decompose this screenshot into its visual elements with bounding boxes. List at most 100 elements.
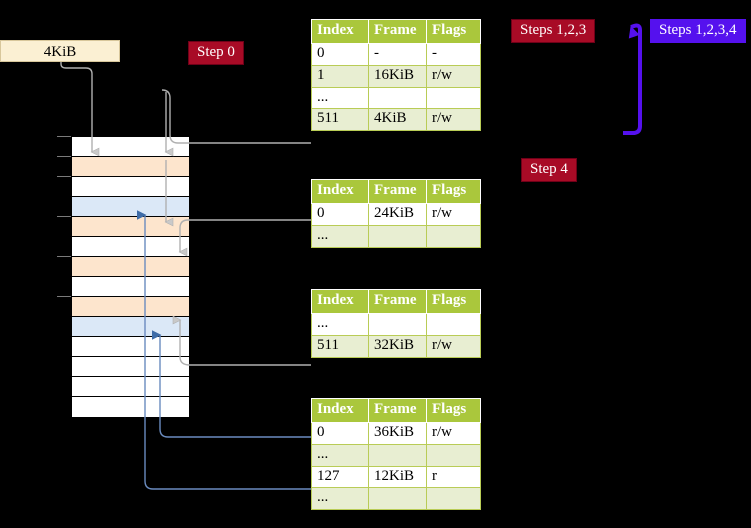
cell-flags: r/w xyxy=(426,422,481,445)
cell-flags xyxy=(426,487,481,510)
frame-tick-mark xyxy=(57,136,71,137)
table-row: 0-- xyxy=(311,43,481,66)
badge-step-4-label: Step 4 xyxy=(530,161,568,177)
memory-frame-row xyxy=(72,197,189,217)
memory-frame-row xyxy=(72,157,189,177)
cell-flags: r/w xyxy=(426,203,481,226)
memory-frame-row xyxy=(72,397,189,417)
memory-frame-row xyxy=(72,217,189,237)
badge-steps-1234-label: Steps 1,2,3,4 xyxy=(659,22,737,38)
column-header-index: Index xyxy=(311,289,369,314)
memory-frame-row xyxy=(72,297,189,317)
cell-index: 0 xyxy=(311,43,369,66)
frame-tick-mark xyxy=(57,176,71,177)
cell-index: 1 xyxy=(311,64,369,88)
badge-steps-123: Steps 1,2,3 xyxy=(511,19,596,43)
cell-frame xyxy=(368,487,427,510)
column-header-index: Index xyxy=(311,179,369,204)
cell-index: ... xyxy=(311,86,369,110)
table-header-row: Index Frame Flags xyxy=(311,179,481,204)
wire-steps-loop xyxy=(623,23,642,135)
cell-frame: 16KiB xyxy=(368,64,427,88)
table-header-row: Index Frame Flags xyxy=(311,289,481,314)
memory-frame-row xyxy=(72,237,189,257)
cell-frame xyxy=(368,313,427,336)
column-header-flags: Flags xyxy=(426,398,481,423)
table-header-row: Index Frame Flags xyxy=(311,19,481,44)
column-header-flags: Flags xyxy=(426,289,481,314)
memory-frame-row xyxy=(72,137,189,157)
memory-frame-row xyxy=(72,177,189,197)
cell-flags xyxy=(426,313,481,336)
column-header-frame: Frame xyxy=(368,398,427,423)
memory-frame-row xyxy=(72,337,189,357)
frame-tick-mark xyxy=(57,216,71,217)
cell-frame xyxy=(368,224,427,248)
frame-tick-mark xyxy=(57,156,71,157)
column-header-flags: Flags xyxy=(426,19,481,44)
column-header-index: Index xyxy=(311,19,369,44)
table-row: ... xyxy=(311,86,481,110)
wire-l3-0-to-grid xyxy=(180,219,311,252)
cell-index: 0 xyxy=(311,422,369,445)
cell-index: 511 xyxy=(311,108,369,131)
cell-frame: 12KiB xyxy=(368,465,427,489)
cell-index: ... xyxy=(311,487,369,510)
badge-steps-123-label: Steps 1,2,3 xyxy=(520,22,587,38)
cell-index: 127 xyxy=(311,465,369,489)
table-row: ... xyxy=(311,313,481,336)
size-box-4kib: 4KiB xyxy=(0,40,120,62)
cell-frame: 36KiB xyxy=(368,422,427,445)
memory-frame-row xyxy=(72,277,189,297)
cell-frame xyxy=(368,86,427,110)
cell-flags: r/w xyxy=(426,108,481,131)
cell-frame: 4KiB xyxy=(368,108,427,131)
cell-index: 0 xyxy=(311,203,369,226)
physical-memory-grid xyxy=(71,136,190,417)
cell-flags xyxy=(426,86,481,110)
memory-frame-row xyxy=(72,357,189,377)
table-header-row: Index Frame Flags xyxy=(311,398,481,423)
badge-step-4: Step 4 xyxy=(521,158,577,182)
table-row: ... xyxy=(311,224,481,248)
cell-index: ... xyxy=(311,224,369,248)
memory-frame-row xyxy=(72,377,189,397)
wire-grid-to-l2 xyxy=(180,320,311,366)
column-header-frame: Frame xyxy=(368,19,427,44)
size-box-label: 4KiB xyxy=(43,44,77,60)
table-row: ... xyxy=(311,443,481,467)
cell-flags: r/w xyxy=(426,64,481,88)
column-header-frame: Frame xyxy=(368,289,427,314)
badge-steps-1234: Steps 1,2,3,4 xyxy=(650,19,746,43)
cell-frame: 32KiB xyxy=(368,334,427,358)
column-header-index: Index xyxy=(311,398,369,423)
cell-flags xyxy=(426,224,481,248)
cell-frame: - xyxy=(368,43,427,66)
cell-flags: r/w xyxy=(426,334,481,358)
cell-index: ... xyxy=(311,443,369,467)
badge-step-0: Step 0 xyxy=(188,41,244,65)
cell-index: ... xyxy=(311,313,369,336)
badge-step-0-label: Step 0 xyxy=(197,44,235,60)
memory-frame-row xyxy=(72,257,189,277)
cell-frame: 24KiB xyxy=(368,203,427,226)
frame-tick-mark xyxy=(57,256,71,257)
memory-frame-row xyxy=(72,317,189,337)
table-row: ... xyxy=(311,487,481,510)
cell-frame xyxy=(368,443,427,467)
cell-flags: r xyxy=(426,465,481,489)
